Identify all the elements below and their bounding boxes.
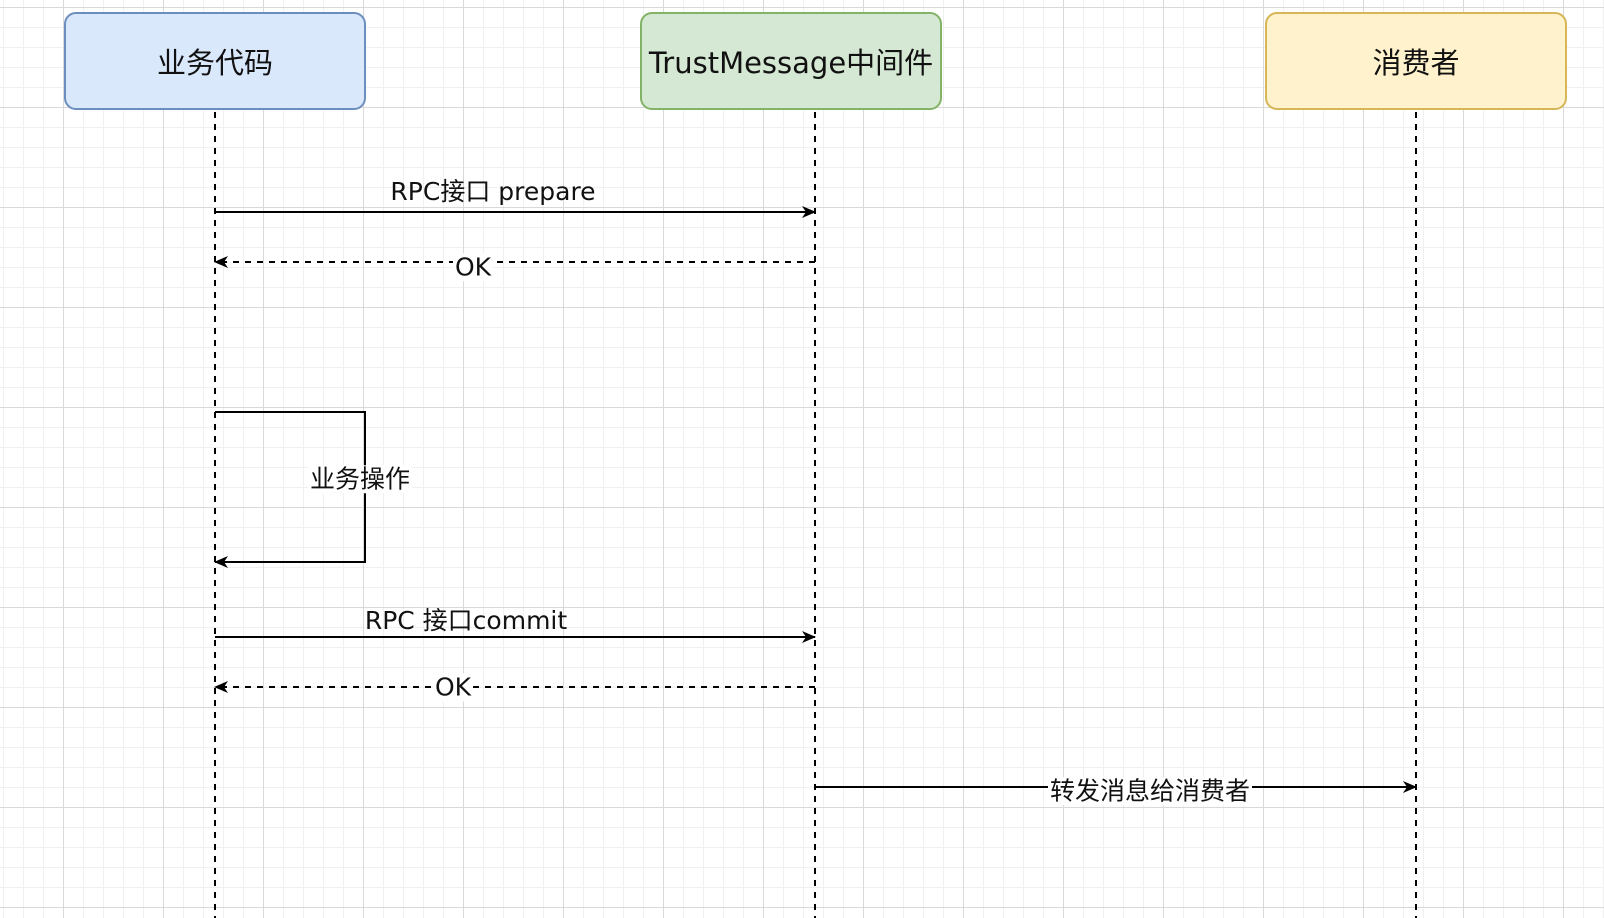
actor-business-code-label: 业务代码: [156, 46, 273, 80]
label-prepare: RPC接口 prepare: [390, 177, 596, 206]
label-prepare-ok: OK: [452, 252, 494, 282]
label-commit-ok: OK: [432, 672, 474, 702]
actor-consumer[interactable]: 消费者: [1265, 12, 1567, 110]
label-commit: RPC 接口commit: [364, 606, 568, 635]
label-forward-to-consumer: 转发消息给消费者: [1047, 776, 1253, 806]
actor-consumer-label: 消费者: [1372, 46, 1460, 80]
actor-business-code[interactable]: 业务代码: [64, 12, 366, 110]
label-business-operation: 业务操作: [307, 464, 413, 494]
actor-middleware-label: TrustMessage中间件: [648, 46, 934, 80]
actor-trustmessage-middleware[interactable]: TrustMessage中间件: [640, 12, 942, 110]
